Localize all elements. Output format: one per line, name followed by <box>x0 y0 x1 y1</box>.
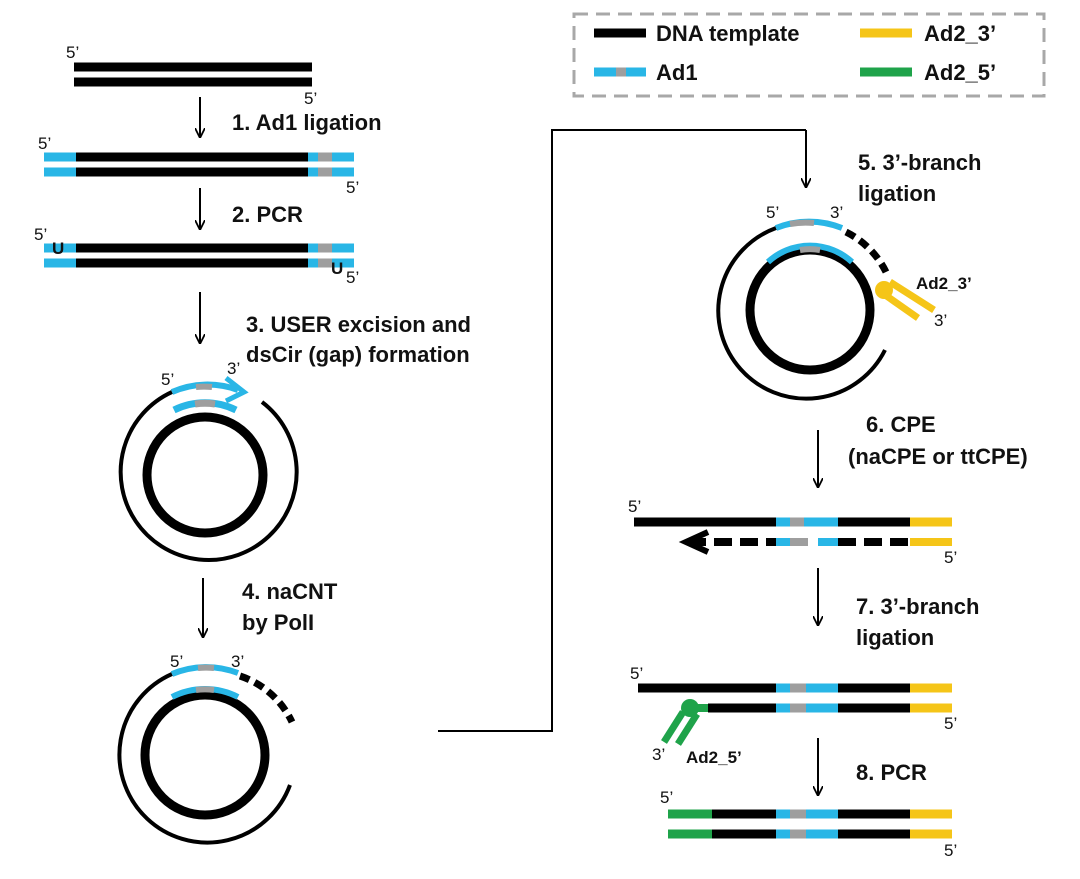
end-label-5prime: 5’ <box>304 89 317 108</box>
gapped-dscircle: 5’ 3’ <box>118 359 299 562</box>
step-2-label: 2. PCR <box>232 202 303 227</box>
branch-ligated-linear: 5’ 5’ 3’ Ad2_5’ <box>630 664 957 767</box>
end-label-5prime: 5’ <box>346 178 359 197</box>
pcr-product-dsdna: 5’ U U 5’ <box>34 225 359 287</box>
legend-label-ad1: Ad1 <box>656 60 698 85</box>
cpe-product: 5’ 5’ <box>628 497 957 567</box>
step-6-label-line2: (naCPE or ttCPE) <box>848 444 1028 469</box>
end-label-5prime: 5’ <box>161 370 174 389</box>
template-dsdna: 5’ 5’ <box>66 43 317 108</box>
end-label-5prime: 5’ <box>944 714 957 733</box>
end-label-5prime: 5’ <box>630 664 643 683</box>
end-label-5prime: 5’ <box>34 225 47 244</box>
end-label-3prime: 3’ <box>934 311 947 330</box>
adapter-label-ad2-5: Ad2_5’ <box>686 748 742 767</box>
connector-line <box>438 129 806 732</box>
end-label-5prime: 5’ <box>944 841 957 860</box>
end-label-5prime: 5’ <box>628 497 641 516</box>
uracil-label: U <box>331 259 343 278</box>
step-1-label: 1. Ad1 ligation <box>232 110 382 135</box>
step-5-label-line2: ligation <box>858 181 936 206</box>
legend-label-dna-template: DNA template <box>656 21 799 46</box>
end-label-5prime: 5’ <box>66 43 79 62</box>
end-label-5prime: 5’ <box>38 134 51 153</box>
uracil-label: U <box>52 239 64 258</box>
step-6-label-line1: 6. CPE <box>866 412 936 437</box>
end-label-3prime: 3’ <box>652 745 665 764</box>
legend-label-ad2-5: Ad2_5’ <box>924 60 996 85</box>
end-label-5prime: 5’ <box>660 788 673 807</box>
adapter-label-ad2-3: Ad2_3’ <box>916 274 972 293</box>
step-5-label-line1: 5. 3’-branch <box>858 150 981 175</box>
end-label-5prime: 5’ <box>766 203 779 222</box>
step-4-label-line1: 4. naCNT <box>242 579 338 604</box>
end-label-5prime: 5’ <box>346 268 359 287</box>
legend-label-ad2-3: Ad2_3’ <box>924 21 996 46</box>
step-7-label-line1: 7. 3’-branch <box>856 594 979 619</box>
end-label-3prime: 3’ <box>830 203 843 222</box>
legend-border <box>572 12 1046 98</box>
end-label-3prime: 3’ <box>231 652 244 671</box>
end-label-5prime: 5’ <box>170 652 183 671</box>
final-pcr-product: 5’ 5’ <box>660 788 957 860</box>
step-3-label-line1: 3. USER excision and <box>246 312 471 337</box>
ad1-ligated-dsdna: 5’ 5’ <box>38 134 359 197</box>
branch-ligation-circle: 5’ 3’ Ad2_3’ 3’ <box>716 203 972 401</box>
step-8-label: 8. PCR <box>856 760 927 785</box>
step-3-label-line2: dsCir (gap) formation <box>246 342 470 367</box>
end-label-5prime: 5’ <box>944 548 957 567</box>
step-4-label-line2: by PolI <box>242 610 314 635</box>
nacnt-circle: 5’ 3’ <box>117 652 296 845</box>
legend: DNA template Ad2_3’ Ad1 Ad2_5’ <box>572 12 1046 98</box>
step-7-label-line2: ligation <box>856 625 934 650</box>
end-label-3prime: 3’ <box>227 359 240 378</box>
